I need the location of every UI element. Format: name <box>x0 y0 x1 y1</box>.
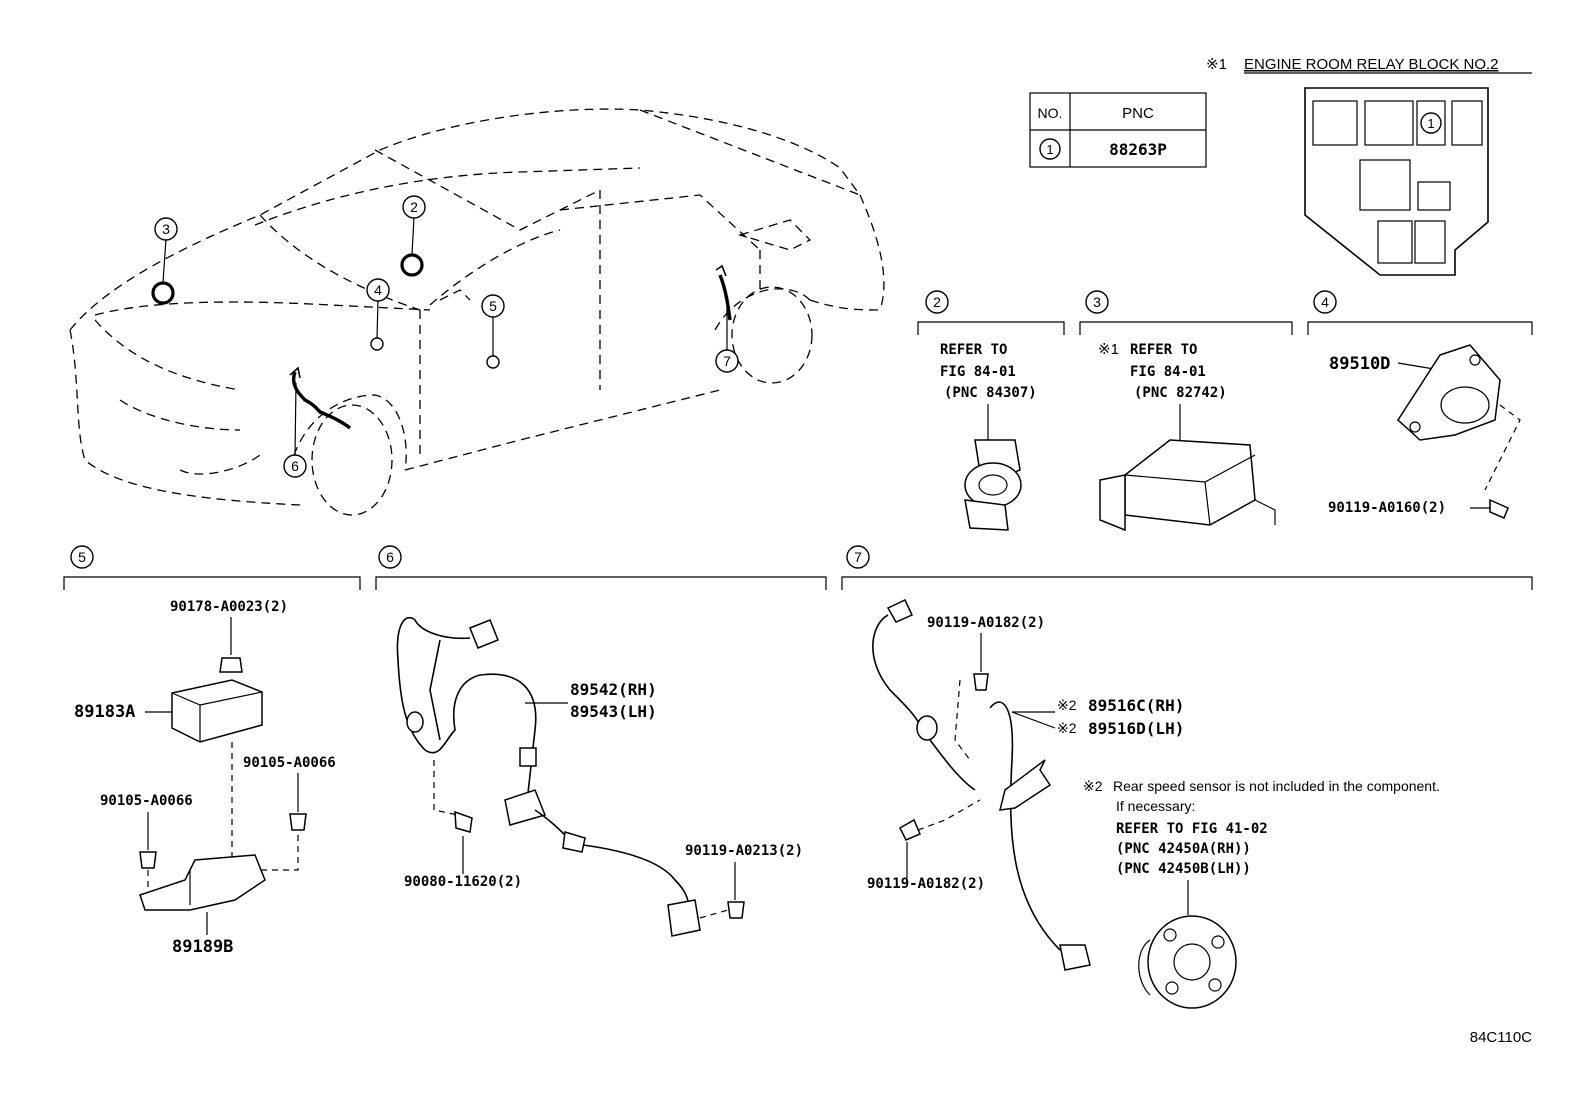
section-7-note: Rear speed sensor is not included in the… <box>1113 778 1440 794</box>
relay-block-diagram: 1 <box>1304 87 1489 276</box>
section-7-mark-2b: ※2 <box>1057 720 1077 736</box>
section-3-line-1: REFER TO <box>1130 342 1197 358</box>
header-mark: ※1 <box>1206 56 1227 73</box>
car-callout-6: 6 <box>291 458 299 474</box>
section-5-nut: 90178-A0023(2) <box>170 599 288 615</box>
section-5-bolt-right: 90105-A0066 <box>243 755 336 771</box>
car-callout-7: 7 <box>723 353 731 369</box>
section-2-line-2: FIG 84-01 <box>940 364 1016 380</box>
vehicle-illustration <box>69 108 885 516</box>
section-3-line-2: FIG 84-01 <box>1130 364 1206 380</box>
car-callout-4: 4 <box>374 282 382 298</box>
relay-block-marker: 1 <box>1427 116 1434 131</box>
section-7-bolt-top: 90119-A0182(2) <box>927 615 1045 631</box>
section-6: 6 89542(RH) 89543(LH) 90080-11620(2) 901… <box>375 545 827 937</box>
section-3-number: 3 <box>1093 294 1101 310</box>
section-3-mark: ※1 <box>1098 341 1119 358</box>
pnc-table-row-no: 1 <box>1046 142 1053 157</box>
section-6-sensor-lh: 89543(LH) <box>570 702 657 721</box>
section-7-sensor-lh: 89516D(LH) <box>1088 719 1184 738</box>
section-4: 4 89510D 90119-A0160(2) <box>1307 290 1533 519</box>
section-7-mark-2a: ※2 <box>1057 697 1077 713</box>
header-title: ENGINE ROOM RELAY BLOCK NO.2 <box>1244 56 1499 73</box>
section-7-sensor-rh: 89516C(RH) <box>1088 696 1184 715</box>
section-4-number: 4 <box>1321 294 1329 310</box>
section-7-bolt-bottom: 90119-A0182(2) <box>867 876 985 892</box>
car-callout-3: 3 <box>162 221 170 237</box>
car-callout-5: 5 <box>489 298 497 314</box>
section-5-bolt-left: 90105-A0066 <box>100 793 193 809</box>
section-6-bolt-left: 90080-11620(2) <box>404 874 522 890</box>
section-2-line-1: REFER TO <box>940 342 1007 358</box>
section-4-bolt: 90119-A0160(2) <box>1328 500 1446 516</box>
section-5-bracket: 89189B <box>172 937 233 957</box>
section-4-part: 89510D <box>1329 354 1390 374</box>
section-2: 2 REFER TO FIG 84-01 (PNC 84307) <box>917 290 1065 531</box>
car-callout-2: 2 <box>410 199 418 215</box>
section-7-note-2: If necessary: <box>1116 798 1195 814</box>
section-3-line-3: (PNC 82742) <box>1134 385 1227 401</box>
section-5: 5 90178-A0023(2) 89183A 90105-A0066 9010… <box>63 545 361 957</box>
pnc-table-row-pnc: 88263P <box>1109 140 1167 159</box>
section-5-number: 5 <box>78 549 86 565</box>
section-6-sensor-rh: 89542(RH) <box>570 680 657 699</box>
section-7-pnc-a: (PNC 42450A(RH)) <box>1116 841 1251 857</box>
pnc-table-header-no: NO. <box>1038 105 1063 121</box>
section-3: 3 ※1 REFER TO FIG 84-01 (PNC 82742) <box>1079 290 1293 532</box>
pnc-table: NO. PNC 1 88263P <box>1029 92 1207 168</box>
pnc-table-header-pnc: PNC <box>1122 105 1154 122</box>
figure-id: 84C110C <box>1470 1029 1532 1046</box>
section-7-number: 7 <box>854 549 862 565</box>
section-7-pnc-b: (PNC 42450B(LH)) <box>1116 861 1251 877</box>
section-6-number: 6 <box>386 549 394 565</box>
section-2-line-3: (PNC 84307) <box>944 385 1037 401</box>
relay-block-header: ※1 ENGINE ROOM RELAY BLOCK NO.2 <box>1206 56 1532 74</box>
section-7: 7 90119-A0182(2) ※2 89516C(RH) ※2 89516D… <box>841 545 1533 1009</box>
section-7-note-mark: ※2 <box>1083 778 1103 794</box>
section-6-bolt-right: 90119-A0213(2) <box>685 843 803 859</box>
section-2-number: 2 <box>933 294 941 310</box>
section-7-refer: REFER TO FIG 41-02 <box>1116 821 1268 837</box>
section-5-sensor: 89183A <box>74 702 135 722</box>
vehicle-callouts: 3 2 4 5 6 7 <box>154 195 739 478</box>
